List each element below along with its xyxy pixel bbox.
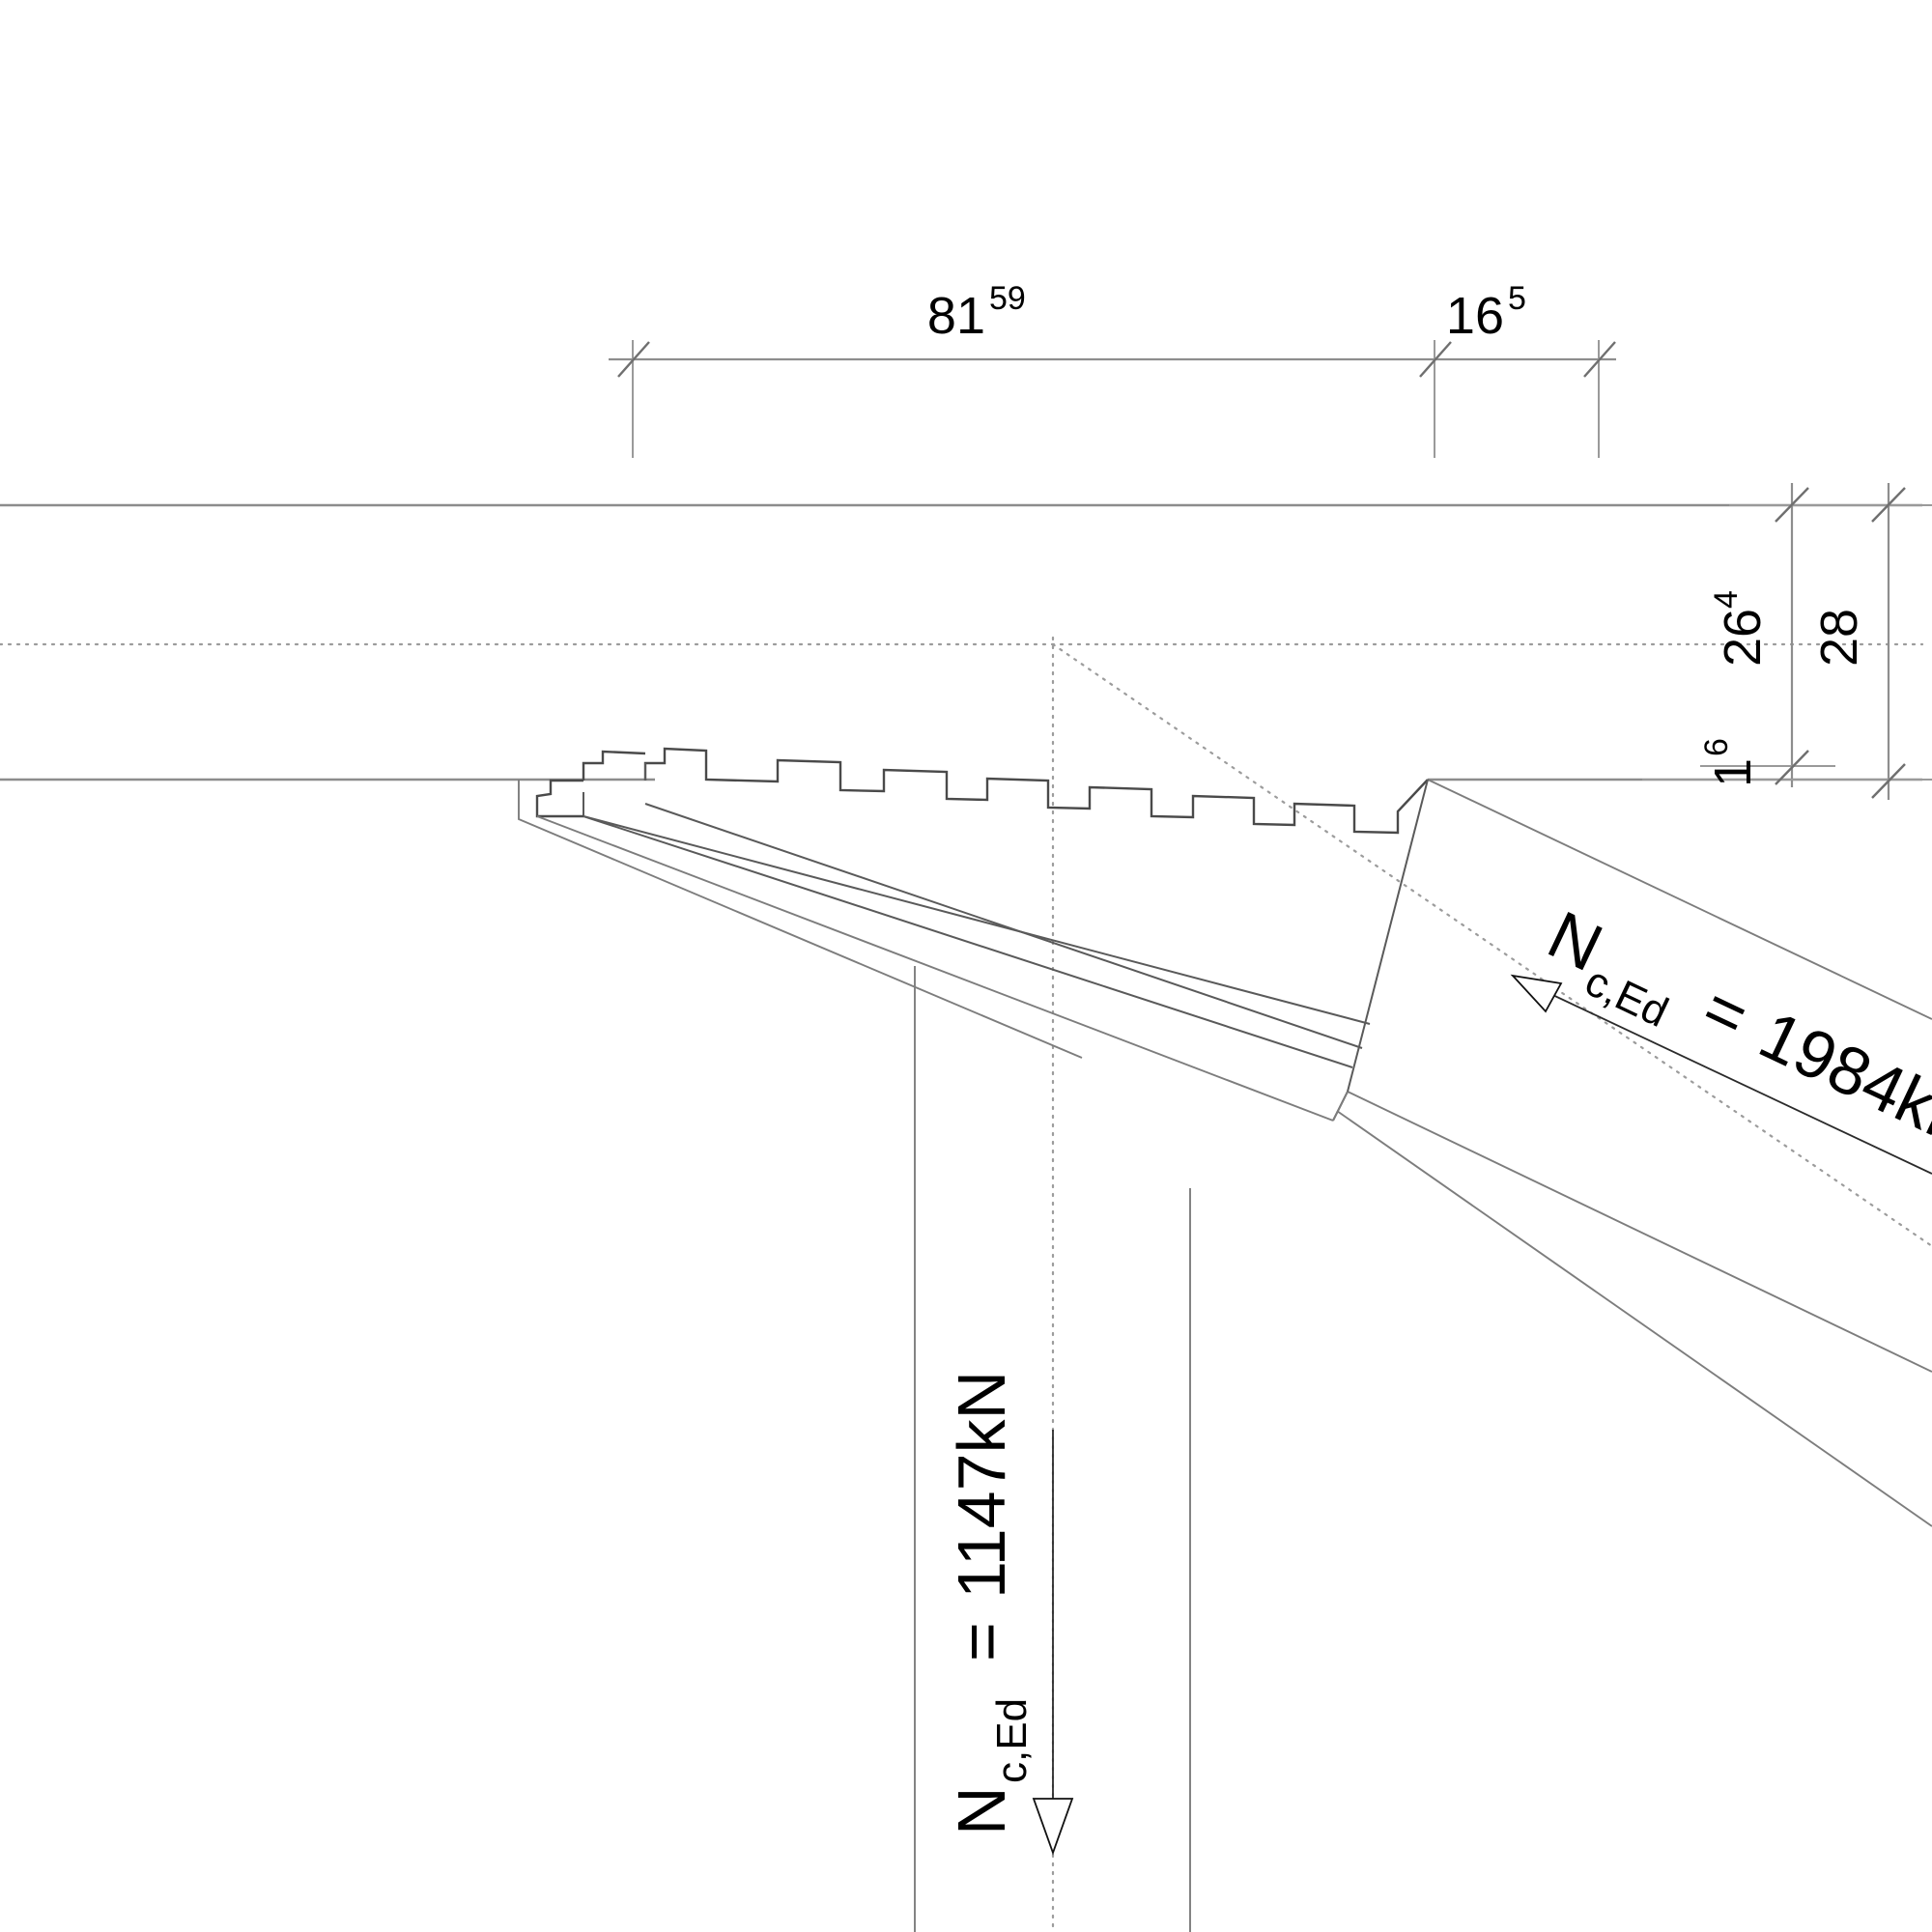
- diagonal-load-magnitude: 1984kN: [1748, 997, 1932, 1165]
- column-load-annotation: [1032, 1430, 1074, 1856]
- top-chord-member: [0, 503, 1922, 781]
- diagonal-load-arrowhead: [1510, 974, 1563, 1013]
- dim-label-16small-value: 1: [1704, 758, 1762, 787]
- diagonal-load-leader-line: [1527, 982, 1932, 1175]
- gusset-left-step-detail: [582, 750, 646, 781]
- diagonal-load-label-group: N c,Ed = 1984kN: [1537, 896, 1932, 1165]
- brace-lower-edge: [1336, 1110, 1932, 1527]
- gusset-band-upper-2: [644, 803, 1363, 1049]
- column-member: [914, 966, 1191, 1932]
- dim-tick-left: [617, 341, 650, 378]
- dim-label-8159-sup: 59: [989, 280, 1026, 317]
- diagonal-load-equals: =: [1691, 970, 1759, 1055]
- dim-tick-mid: [1419, 341, 1452, 378]
- gusset-left-nose-outline: [518, 780, 1083, 1059]
- vertical-dimension-chain: [1642, 483, 1932, 800]
- diagonal-load-subscript: c,Ed: [1578, 957, 1676, 1037]
- column-load-symbol: N: [944, 1786, 1019, 1835]
- brace-upper-edge: [1427, 779, 1932, 1020]
- dim-tick-right: [1583, 341, 1616, 378]
- gusset-bottom-right-corner: [1332, 1091, 1349, 1122]
- gusset-right-edge: [1347, 779, 1429, 1093]
- column-load-label-group: N c,Ed = 1147kN: [944, 1371, 1036, 1835]
- serrated-gusset-plate: [518, 747, 1429, 1122]
- vert-tick-28-top: [1871, 487, 1906, 523]
- gusset-bottom-outline: [536, 815, 1334, 1122]
- vert-tick-264-top: [1775, 487, 1809, 523]
- vert-tick-28-bottom: [1871, 763, 1906, 799]
- column-load-magnitude: 1147kN: [944, 1371, 1019, 1599]
- dim-label-165-sup: 5: [1508, 280, 1526, 317]
- column-load-subscript: c,Ed: [988, 1698, 1036, 1783]
- dim-label-28-value: 28: [1810, 609, 1868, 667]
- column-load-equals: =: [944, 1622, 1019, 1662]
- gusset-band-lower: [582, 815, 1353, 1068]
- serrated-top-face: [643, 747, 1429, 835]
- horizontal-dimension-chain: [609, 340, 1616, 458]
- gusset-band-upper: [582, 792, 1371, 1025]
- dim-label-165-value: 16: [1446, 287, 1504, 345]
- vert-tick-264-bottom: [1775, 750, 1809, 785]
- brace-centerline: [1051, 642, 1932, 1248]
- dim-label-8159-value: 81: [927, 287, 985, 345]
- column-load-arrowhead: [1032, 1798, 1074, 1856]
- dim-label-264-value: 26: [1714, 609, 1772, 667]
- diagonal-brace-member: [1336, 779, 1932, 1527]
- dimension-labels: 81 59 16 5 26 4 28 1 6: [927, 280, 1868, 787]
- diagonal-load-annotation: [1510, 974, 1932, 1175]
- dim-label-16small-sup: 6: [1698, 738, 1735, 756]
- dim-label-264-sup: 4: [1708, 590, 1745, 609]
- gusset-left-tip: [535, 779, 583, 818]
- brace-lower-edge-upper: [1347, 1091, 1932, 1373]
